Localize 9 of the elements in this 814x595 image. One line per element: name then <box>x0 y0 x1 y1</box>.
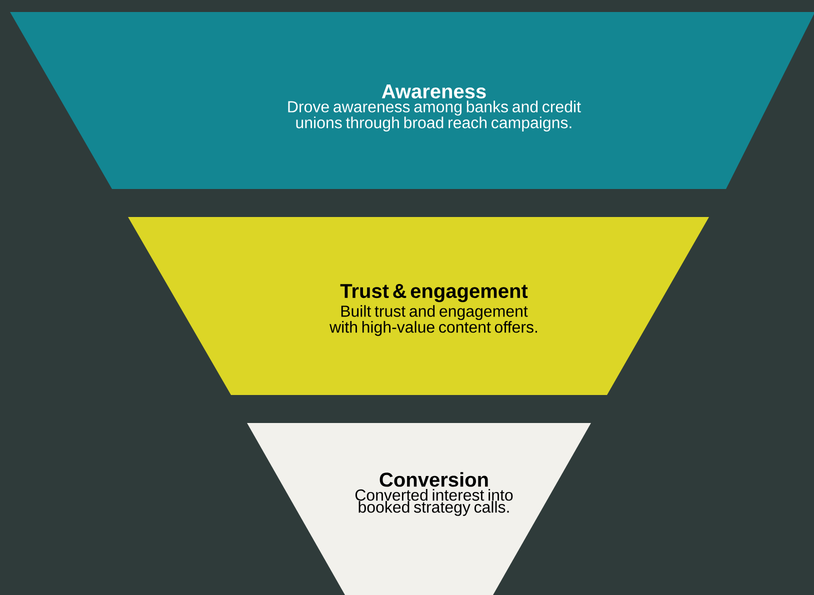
stage-description: Converted interest into booked strategy calls. <box>355 489 513 516</box>
stage-heading: Conversion <box>380 472 488 487</box>
stage-description: Built trust and engagement with high-value content offers. <box>330 305 537 336</box>
stage-heading: Trust & engagement <box>340 284 528 302</box>
stage-description: Drove awareness among banks and credit unions through broad reach campaigns. <box>288 100 581 132</box>
funnel-stage <box>10 12 814 189</box>
stage-heading: Awareness <box>382 84 486 98</box>
funnel-stage <box>128 217 709 395</box>
funnel-stage <box>247 423 591 595</box>
